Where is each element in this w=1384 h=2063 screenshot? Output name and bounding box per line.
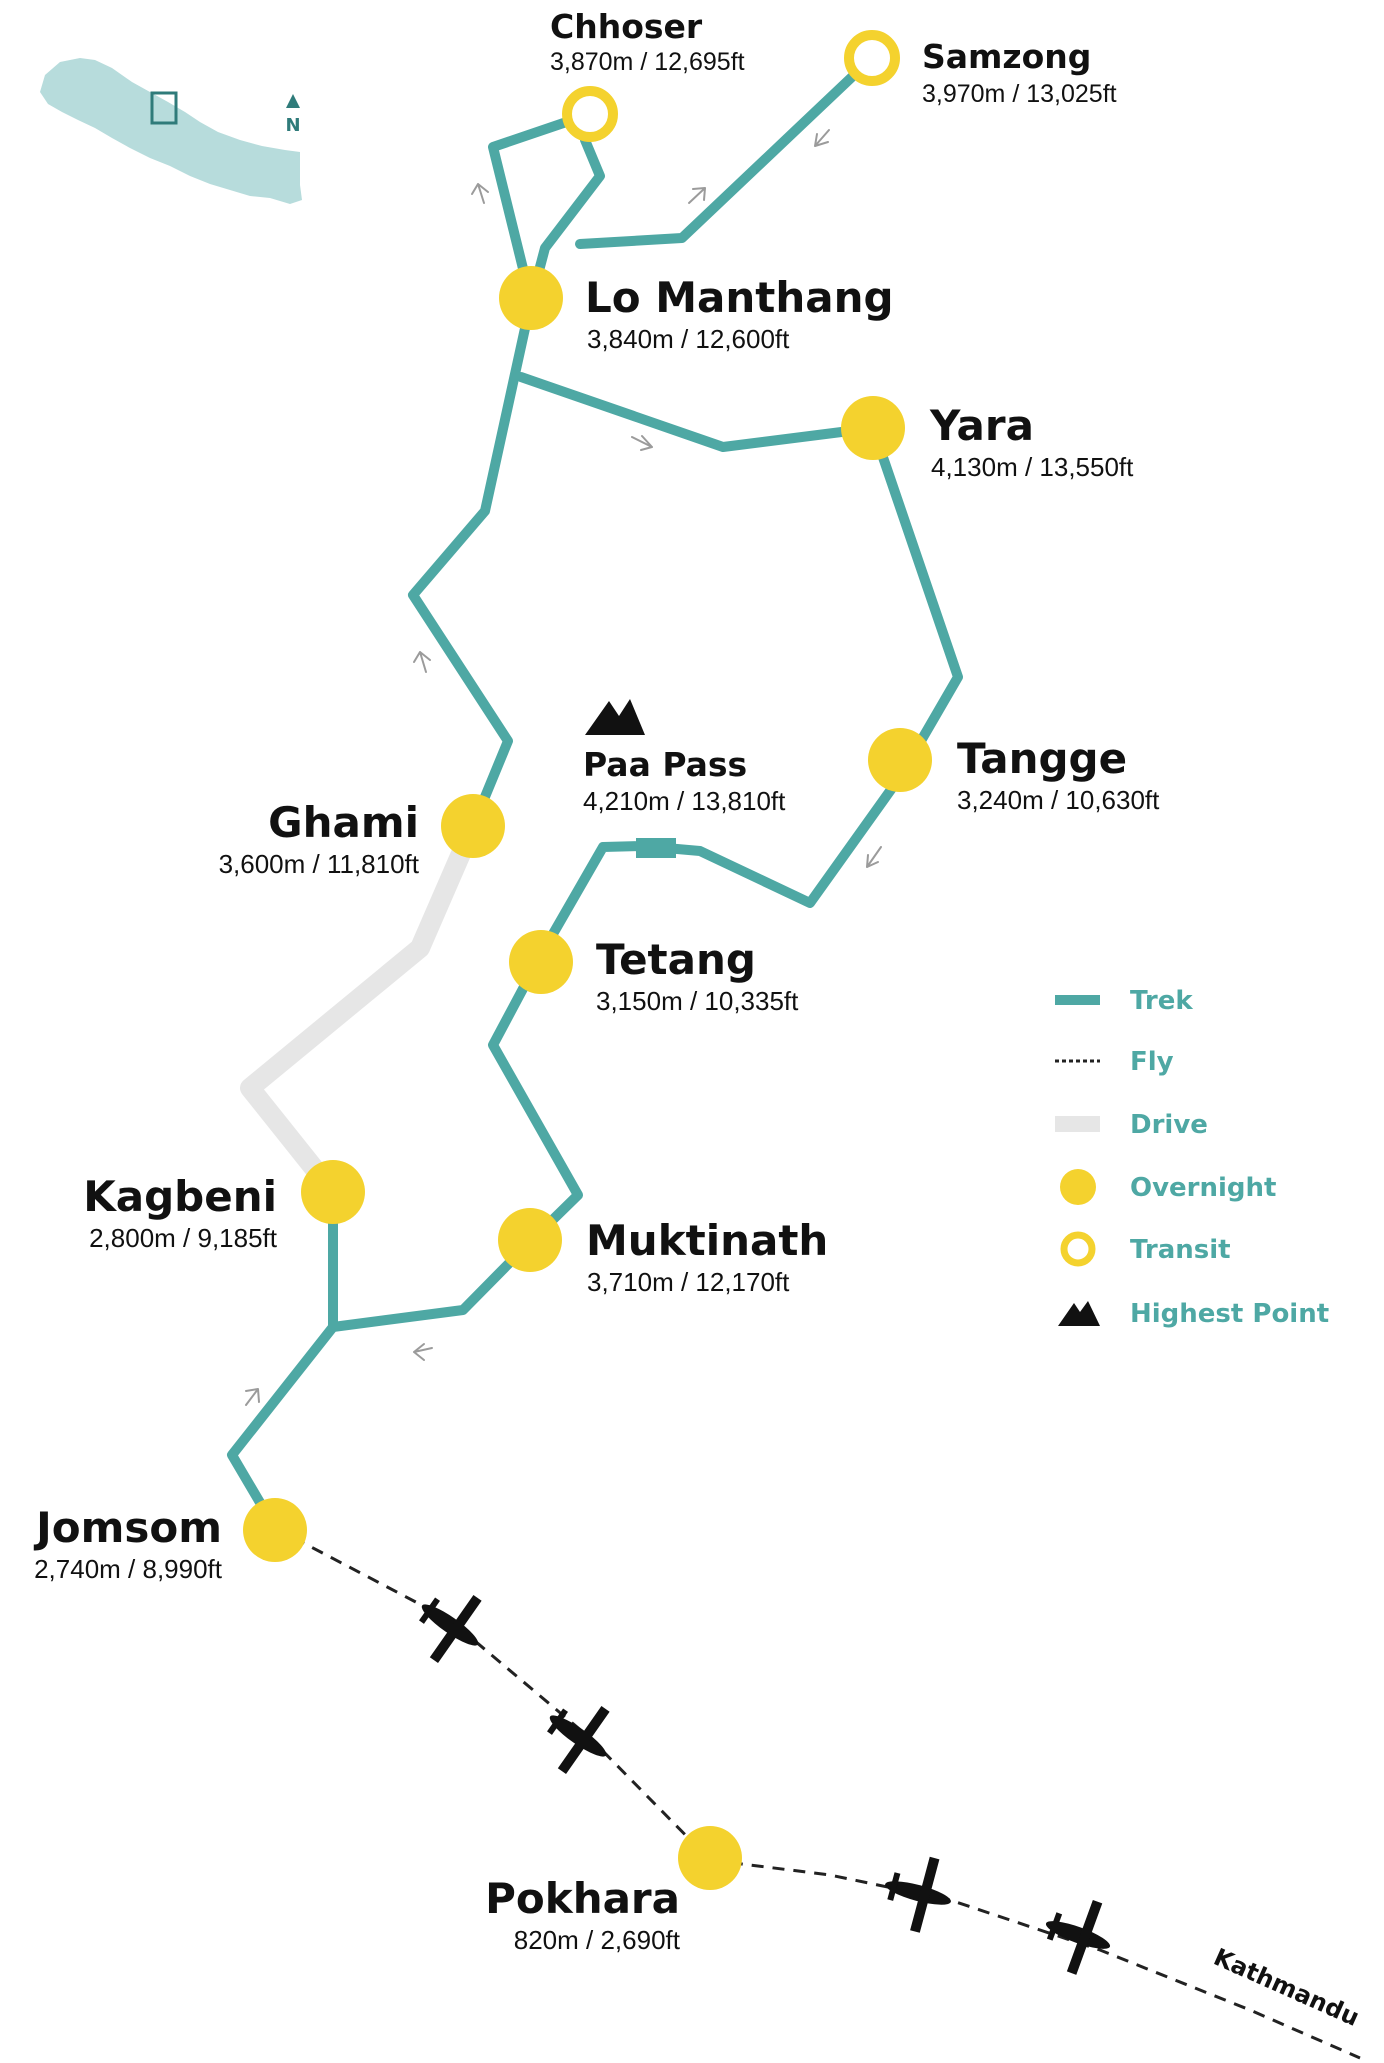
overnight-dot-kagbeni	[301, 1160, 365, 1224]
overnight-dot-lo-manthang	[499, 266, 563, 330]
place-name-jomsom: Jomsom	[33, 1503, 222, 1552]
transit-ring-chhoser	[562, 86, 618, 142]
place-altitude-samzong: 3,970m / 13,025ft	[922, 80, 1117, 108]
arrow-icon	[688, 187, 706, 204]
place-altitude-chhoser: 3,870m / 12,695ft	[550, 48, 745, 76]
nepal-shape	[40, 58, 302, 204]
arrow-icon	[631, 435, 653, 451]
transit-ring-swatch	[1060, 1231, 1096, 1267]
place-altitude-paa-pass: 4,210m / 13,810ft	[583, 786, 786, 816]
airplane-icon	[419, 1595, 482, 1664]
arrow-icon	[245, 1388, 260, 1406]
arrow-icon	[413, 1343, 433, 1361]
trek-route-main	[227, 372, 963, 1533]
place-name-chhoser: Chhoser	[550, 7, 703, 46]
overnight-dot-yara	[841, 396, 905, 460]
overnight-dot-muktinath	[498, 1208, 562, 1272]
trek-route-samzong	[575, 53, 877, 249]
place-name-yara: Yara	[929, 401, 1034, 450]
stops	[243, 30, 932, 1890]
highest-point-icon	[585, 699, 645, 735]
place-altitude-muktinath: 3,710m / 12,170ft	[587, 1267, 790, 1297]
arrow-icon	[866, 846, 882, 868]
arrow-icon	[413, 651, 431, 673]
place-altitude-pokhara: 820m / 2,690ft	[514, 1925, 681, 1955]
airplanes	[419, 1595, 1111, 1975]
place-name-kagbeni: Kagbeni	[83, 1172, 277, 1221]
legend: Trek Fly Drive Overnight Transit Highest…	[1055, 986, 1329, 1329]
place-altitude-tetang: 3,150m / 10,335ft	[596, 986, 799, 1016]
overnight-dot-swatch	[1060, 1169, 1096, 1205]
overnight-dot-jomsom	[243, 1498, 307, 1562]
legend-item-highest-point: Highest Point	[1058, 1299, 1329, 1329]
place-labels: Chhoser 3,870m / 12,695ft Samzong 3,970m…	[33, 7, 1363, 2032]
legend-item-drive: Drive	[1055, 1110, 1208, 1140]
direction-arrows	[245, 129, 882, 1406]
place-altitude-ghami: 3,600m / 11,810ft	[219, 849, 420, 879]
place-name-lo-manthang: Lo Manthang	[585, 273, 894, 322]
trek-route-west	[408, 109, 595, 831]
legend-label-highest-point: Highest Point	[1130, 1299, 1329, 1329]
mountain-icon	[1058, 1301, 1100, 1326]
place-altitude-tangge: 3,240m / 10,630ft	[957, 785, 1160, 815]
place-altitude-kagbeni: 2,800m / 9,185ft	[89, 1223, 278, 1253]
place-name-samzong: Samzong	[922, 37, 1091, 76]
place-name-muktinath: Muktinath	[586, 1216, 828, 1265]
flight-path-jomsom-pokhara	[274, 1526, 712, 1862]
legend-item-overnight: Overnight	[1060, 1169, 1276, 1205]
place-altitude-jomsom: 2,740m / 8,990ft	[34, 1554, 223, 1584]
north-label: N	[285, 115, 300, 136]
place-altitude-lo-manthang: 3,840m / 12,600ft	[587, 324, 790, 354]
place-name-pokhara: Pokhara	[485, 1874, 680, 1923]
flight-path-pokhara-kathmandu	[709, 1858, 1361, 2060]
place-altitude-yara: 4,130m / 13,550ft	[931, 452, 1134, 482]
overnight-dot-tangge	[868, 728, 932, 792]
legend-label-fly: Fly	[1130, 1047, 1174, 1077]
arrow-icon	[814, 129, 830, 147]
transit-ring-samzong	[844, 30, 900, 86]
overnight-dot-ghami	[441, 794, 505, 858]
place-name-ghami: Ghami	[268, 798, 419, 847]
place-name-tangge: Tangge	[957, 734, 1127, 783]
north-arrow-icon	[286, 94, 300, 108]
airplane-icon	[547, 1706, 610, 1775]
legend-label-transit: Transit	[1130, 1235, 1231, 1265]
drive-route	[240, 816, 483, 1202]
legend-label-trek: Trek	[1130, 986, 1193, 1016]
airplane-icon	[1045, 1899, 1111, 1975]
place-name-paa-pass: Paa Pass	[583, 745, 747, 784]
overnight-dot-tetang	[509, 930, 573, 994]
legend-item-trek: Trek	[1055, 986, 1193, 1016]
overnight-dot-pokhara	[678, 1826, 742, 1890]
arrow-icon	[471, 183, 489, 204]
legend-label-drive: Drive	[1130, 1110, 1208, 1140]
legend-label-overnight: Overnight	[1130, 1173, 1276, 1203]
place-name-tetang: Tetang	[596, 935, 756, 984]
kathmandu-label: Kathmandu	[1210, 1943, 1364, 2032]
airplane-icon	[885, 1856, 951, 1933]
legend-item-fly: Fly	[1055, 1047, 1174, 1077]
region-marker	[150, 91, 178, 125]
nepal-inset: N	[40, 58, 302, 204]
legend-item-transit: Transit	[1060, 1231, 1231, 1267]
